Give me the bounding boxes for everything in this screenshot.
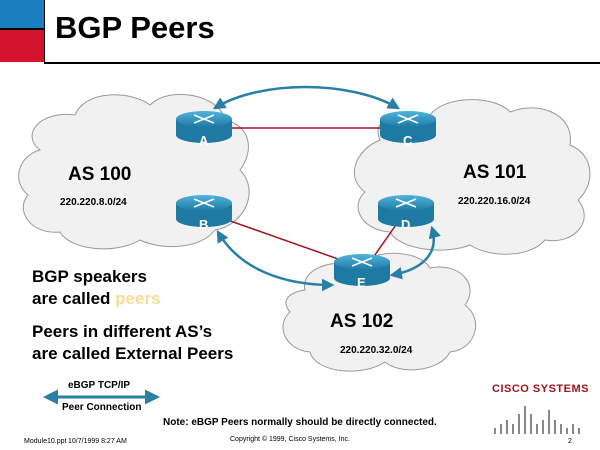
- footer-date: 10/7/1999 8:27 AM: [68, 438, 127, 445]
- caption-line-2: are called peers: [32, 288, 161, 310]
- cisco-bridge-logo-icon: [490, 396, 582, 434]
- cisco-logo-text: CISCO SYSTEMS: [492, 383, 589, 395]
- router-e-label: E: [357, 275, 366, 290]
- as100-prefix: 220.220.8.0/24: [60, 197, 127, 208]
- legend-line-1: eBGP TCP/IP: [68, 380, 131, 391]
- as102-prefix: 220.220.32.0/24: [340, 345, 413, 356]
- caption-line-3: Peers in different AS’s: [32, 322, 213, 341]
- as100-label: AS 100: [68, 164, 132, 185]
- router-a-label: A: [199, 133, 209, 148]
- router-b-label: B: [199, 217, 209, 232]
- title-divider-vertical: [44, 0, 45, 62]
- router-e-icon: [334, 254, 390, 286]
- router-b-icon: [176, 195, 232, 227]
- legend-line-2: Peer Connection: [62, 402, 142, 413]
- footer-page-number: 2: [568, 438, 572, 445]
- router-c-icon: [380, 111, 436, 143]
- router-d-label: D: [401, 217, 411, 232]
- footer-file: Module10.ppt: [24, 438, 67, 445]
- caption-line-2-prefix: are called: [32, 289, 116, 308]
- router-d-icon: [378, 195, 434, 227]
- router-c-label: C: [403, 133, 413, 148]
- title-block-blue: [0, 0, 44, 30]
- ebgp-arrow-a-c: [212, 85, 401, 110]
- as101-label: AS 101: [463, 162, 527, 183]
- caption-line-1: BGP speakers: [32, 267, 147, 286]
- page-title: BGP Peers: [55, 10, 215, 45]
- as101-prefix: 220.220.16.0/24: [458, 196, 531, 207]
- peers-highlight: peers: [115, 289, 161, 308]
- note-text: Note: eBGP Peers normally should be dire…: [163, 417, 437, 428]
- router-a-icon: [176, 111, 232, 143]
- footer-copyright: Copyright © 1999, Cisco Systems, Inc.: [230, 436, 350, 443]
- title-block-red: [0, 30, 44, 62]
- ebgp-arrow-b-e: [216, 229, 335, 292]
- caption-line-4: are called External Peers: [32, 344, 234, 363]
- as102-label: AS 102: [330, 311, 394, 332]
- ebgp-arrow-d-e: [389, 225, 441, 280]
- title-rule: [44, 62, 600, 64]
